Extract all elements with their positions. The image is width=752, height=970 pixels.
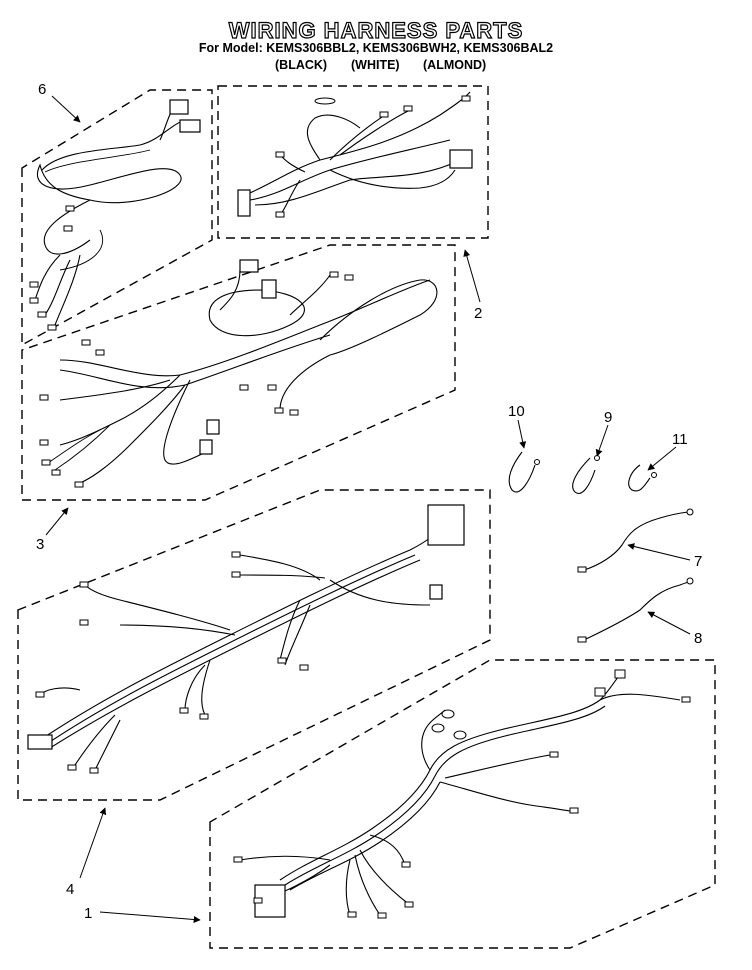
variant-white: (WHITE) bbox=[351, 58, 400, 72]
callout-11: 11 bbox=[672, 431, 688, 448]
harness-part-4 bbox=[17, 489, 491, 801]
leader-8 bbox=[647, 611, 691, 635]
callout-10: 10 bbox=[508, 403, 525, 420]
leader-4 bbox=[79, 807, 107, 879]
wire-part-7 bbox=[577, 508, 694, 573]
callout-9: 9 bbox=[604, 409, 612, 426]
callout-2: 2 bbox=[474, 305, 482, 322]
wire-part-8 bbox=[577, 577, 694, 643]
wire-part-11 bbox=[628, 464, 657, 492]
callout-3: 3 bbox=[36, 536, 44, 553]
variant-almond: (ALMOND) bbox=[423, 58, 487, 72]
callout-4: 4 bbox=[66, 881, 74, 898]
variant-black: (BLACK) bbox=[275, 58, 328, 72]
leader-2 bbox=[463, 249, 481, 303]
harness-part-6 bbox=[21, 89, 213, 347]
leader-7 bbox=[627, 543, 691, 561]
callout-8: 8 bbox=[694, 630, 702, 647]
wire-part-9 bbox=[572, 455, 600, 494]
wire-part-10 bbox=[508, 451, 540, 493]
leader-3 bbox=[45, 507, 69, 536]
leader-11 bbox=[647, 446, 677, 471]
harness-part-1 bbox=[209, 659, 716, 949]
model-list: For Model: KEMS306BBL2, KEMS306BWH2, KEM… bbox=[198, 41, 554, 55]
harness-part-3 bbox=[21, 244, 456, 501]
callout-6: 6 bbox=[38, 81, 46, 98]
diagram-title: WIRING HARNESS PARTS bbox=[228, 17, 524, 43]
leader-1 bbox=[99, 911, 201, 923]
leader-10 bbox=[517, 419, 527, 449]
callout-7: 7 bbox=[694, 553, 702, 570]
leader-6 bbox=[51, 95, 81, 123]
callout-1: 1 bbox=[84, 905, 92, 922]
harness-part-2 bbox=[217, 85, 489, 239]
leader-9 bbox=[595, 424, 609, 457]
